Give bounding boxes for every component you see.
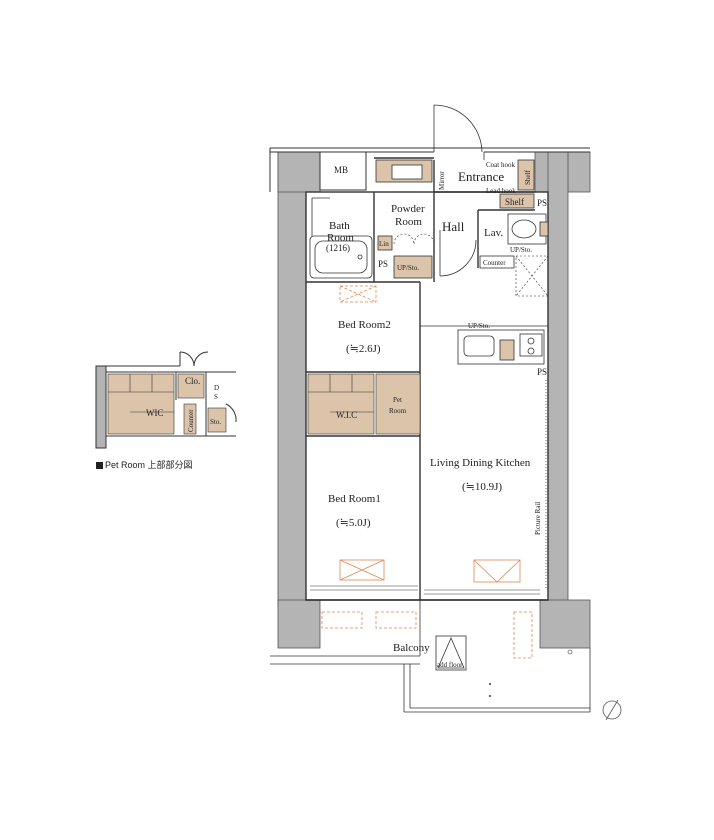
shelf-upper-label: Shelf [524, 170, 532, 185]
balcony-orange-marks [321, 611, 533, 659]
ps-ldk-label: PS [537, 367, 547, 377]
lav-label: Lav. [484, 227, 503, 239]
shelf-lower-box [499, 193, 535, 209]
shelf-lower-label: Shelf [505, 197, 524, 207]
inset-ds-label-2: S [214, 393, 218, 401]
ldk-size: (≒10.9J) [462, 481, 502, 493]
bed-room1-size: (≒5.0J) [336, 517, 371, 529]
balcony-label: Balcony [393, 642, 430, 654]
powder-room-label-1: Powder [391, 203, 425, 215]
bathtub [309, 235, 373, 279]
wic-main-label: W.I.C [336, 410, 357, 420]
mb-label: MB [334, 165, 348, 175]
powder-room-label-2: Room [395, 216, 422, 228]
ps-bath-label: PS [378, 259, 388, 269]
bed2-window-mark [339, 285, 377, 303]
bed-room2-size: (≒2.6J) [346, 343, 381, 355]
powder-counter [375, 159, 433, 183]
add-floor-mark [435, 635, 467, 671]
ldk-label: Living Dining Kitchen [430, 457, 531, 469]
mirror-label: Mirror [438, 171, 446, 190]
up-sto-kitchen-label: UP/Sto. [468, 322, 490, 330]
structural-walls [277, 151, 591, 649]
inset-wic-label: WIC [146, 408, 164, 418]
wic-storage [307, 373, 421, 435]
shelf-upper-box [517, 159, 535, 191]
inset-clo-label: Clo. [185, 376, 200, 386]
pet-room-label-2: Room [389, 407, 407, 415]
ps-entrance-label: PS [537, 198, 547, 208]
pet-room-label-1: Pet [393, 396, 402, 404]
kitchen-unit [457, 329, 545, 365]
picture-rail-label: Picture Rail [534, 502, 542, 535]
bath-size-label: (1216) [326, 243, 350, 253]
ldk-window-mark [473, 559, 521, 583]
bath-room-label-1: Bath [329, 220, 350, 232]
inset-sto-label: Sto. [210, 418, 221, 426]
bath-room-label-2: Room [327, 232, 354, 244]
up-sto-lav-label: UP/Sto. [510, 246, 532, 254]
lav-basin [479, 213, 549, 269]
counter-lav-label: Counter [483, 259, 506, 267]
balcony-area [270, 600, 591, 713]
compass-icon [602, 699, 622, 721]
lead-hook-label: Lead hook [486, 187, 516, 195]
inset-ds-label-1: D [214, 384, 219, 392]
bed-room2-label: Bed Room2 [338, 319, 391, 331]
legend-text: Pet Room 上部部分図 [105, 460, 193, 470]
up-sto-powder-box [377, 235, 433, 279]
entrance-door [433, 104, 485, 160]
interior-walls [305, 151, 549, 601]
coat-hook-label: Coat hook [486, 161, 515, 169]
inset-plan [95, 351, 237, 449]
up-sto-powder-label: UP/Sto. [397, 264, 419, 272]
inset-counter-label: Counter [187, 409, 195, 432]
lin-label: Lin [379, 240, 389, 248]
bed-room1-label: Bed Room1 [328, 493, 381, 505]
balcony-windows [310, 585, 540, 595]
inset-wic-tatami [107, 373, 227, 435]
inset-legend: Pet Room 上部部分図 [96, 458, 193, 471]
entrance-label: Entrance [458, 169, 504, 184]
bed1-window-mark [339, 559, 385, 581]
hall-door [439, 230, 477, 277]
legend-square-icon [96, 462, 103, 469]
hall-label: Hall [442, 219, 465, 234]
ps-shaft [515, 255, 549, 297]
add-floor-label: add floor [437, 661, 463, 669]
